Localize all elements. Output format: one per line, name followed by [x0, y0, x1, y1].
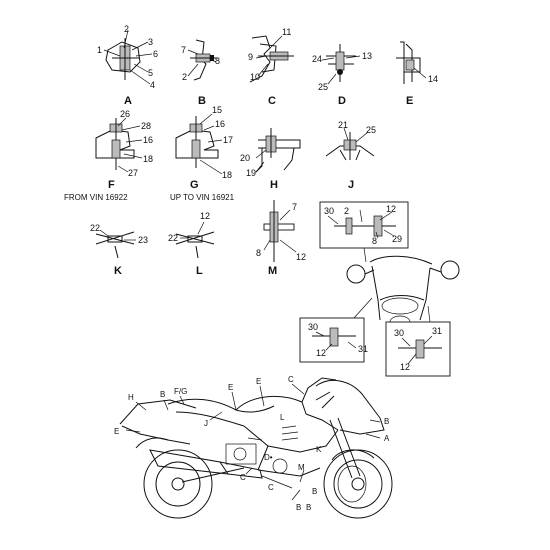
detail-e-label: E	[406, 95, 413, 107]
bike-label-c-low1: C	[240, 473, 246, 482]
callout-a-1: 1	[97, 45, 102, 55]
detail-l-label: L	[196, 265, 203, 277]
callout-m-12: 12	[296, 252, 306, 262]
bike-label-c-screen: C	[288, 375, 294, 384]
detail-d: 24 13 25 D	[312, 44, 372, 107]
mirror-top-callout-8: 8	[372, 236, 377, 246]
bike-label-b-low1: B	[296, 503, 301, 512]
callout-f-27: 27	[128, 168, 138, 178]
callout-f-16: 16	[143, 135, 153, 145]
callout-j-21: 21	[338, 120, 348, 130]
detail-a-label: A	[124, 95, 132, 107]
callout-a-5: 5	[148, 68, 153, 78]
detail-b-label: B	[198, 95, 206, 107]
callout-d-25: 25	[318, 82, 328, 92]
callout-a-3: 3	[148, 37, 153, 47]
callout-a-2: 2	[124, 24, 129, 34]
callout-m-8: 8	[256, 248, 261, 258]
bike-label-d: D•	[264, 453, 273, 462]
mirror-left-callout-30: 30	[308, 322, 318, 332]
detail-h-label: H	[270, 179, 278, 191]
bike-label-fg: F/G	[174, 387, 187, 396]
mirror-center-callout-31: 31	[358, 344, 368, 354]
mirror-right-callout-30: 30	[394, 328, 404, 338]
detail-k: 22 23 K	[90, 223, 148, 277]
detail-a: 2 1 3 6 5 4 A	[97, 24, 158, 107]
mirror-right-callout-31: 31	[432, 326, 442, 336]
detail-b: 7 2 8 B	[181, 39, 220, 107]
detail-m: 7 8 12 M	[256, 200, 306, 277]
detail-m-label: M	[268, 265, 277, 277]
detail-j: 21 25 J	[325, 120, 376, 191]
bike-label-b-fork: B	[312, 487, 317, 496]
callout-l-22: 22	[168, 233, 178, 243]
mirror-top-callout-2: 2	[344, 206, 349, 216]
callout-k-22: 22	[90, 223, 100, 233]
callout-h-20: 20	[240, 153, 250, 163]
callout-g-15: 15	[212, 105, 222, 115]
callout-a-6: 6	[153, 49, 158, 59]
callout-b-7: 7	[181, 45, 186, 55]
bike-label-e-tank: E	[256, 377, 261, 386]
callout-b-8: 8	[215, 56, 220, 66]
mirror-assembly: 30 2 12 8 29 30 12 31 30 31 12	[299, 201, 460, 377]
bike-label-c-low2: C	[268, 483, 274, 492]
motorcycle-side-view: H B F/G E E C E J L B A D• K M C C B B B	[114, 375, 393, 519]
callout-f-28: 28	[141, 121, 151, 131]
detail-g-vin-note: UP TO VIN 16921	[170, 193, 235, 202]
detail-c-label: C	[268, 95, 276, 107]
callout-c-11: 11	[282, 27, 291, 37]
mirror-top-callout-30: 30	[324, 206, 334, 216]
callout-l-12: 12	[200, 211, 210, 221]
callout-d-24: 24	[312, 54, 322, 64]
detail-h: 20 19 H	[240, 128, 301, 191]
mirror-left-callout-12: 12	[316, 348, 326, 358]
callout-j-25: 25	[366, 125, 376, 135]
detail-c: 11 9 10 C	[248, 27, 294, 107]
callout-g-16: 16	[215, 119, 225, 129]
detail-g: 15 16 17 18 G UP TO VIN 16921	[170, 105, 235, 202]
bike-label-e-side: E	[114, 427, 119, 436]
detail-g-label: G	[190, 179, 199, 191]
mirror-top-callout-29: 29	[392, 234, 402, 244]
bike-label-l: L	[280, 413, 285, 422]
detail-f-vin-note: FROM VIN 16922	[64, 193, 128, 202]
callout-f-26: 26	[120, 109, 130, 119]
bike-label-m: M	[298, 463, 305, 472]
callout-d-13: 13	[362, 51, 372, 61]
bike-label-b-low2: B	[306, 503, 311, 512]
bike-label-e-seat: E	[228, 383, 233, 392]
callout-g-17: 17	[223, 135, 233, 145]
bike-label-a-front: A	[384, 434, 390, 443]
callout-g-18: 18	[222, 170, 232, 180]
callout-m-7: 7	[292, 202, 297, 212]
mirror-right-callout-12: 12	[400, 362, 410, 372]
detail-k-label: K	[114, 265, 122, 277]
callout-f-18: 18	[143, 154, 153, 164]
callout-h-19: 19	[246, 168, 256, 178]
callout-a-4: 4	[150, 80, 155, 90]
detail-e: 14 E	[396, 41, 438, 107]
bike-label-b-tail: B	[160, 390, 165, 399]
mirror-top-callout-12: 12	[386, 204, 396, 214]
callout-c-9: 9	[248, 52, 253, 62]
bike-label-j: J	[204, 419, 208, 428]
bike-label-b-front: B	[384, 417, 389, 426]
callout-e-14: 14	[428, 74, 438, 84]
detail-l: 22 12 L	[168, 211, 215, 277]
callout-b-2: 2	[182, 72, 187, 82]
detail-j-label: J	[348, 179, 354, 191]
detail-f-label: F	[108, 179, 115, 191]
bike-label-k: K	[316, 445, 322, 454]
bike-label-h: H	[128, 393, 134, 402]
callout-k-23: 23	[138, 235, 148, 245]
detail-f: 26 28 16 18 27 F FROM VIN 16922	[64, 109, 153, 202]
callout-c-10: 10	[250, 72, 260, 82]
detail-d-label: D	[338, 95, 346, 107]
